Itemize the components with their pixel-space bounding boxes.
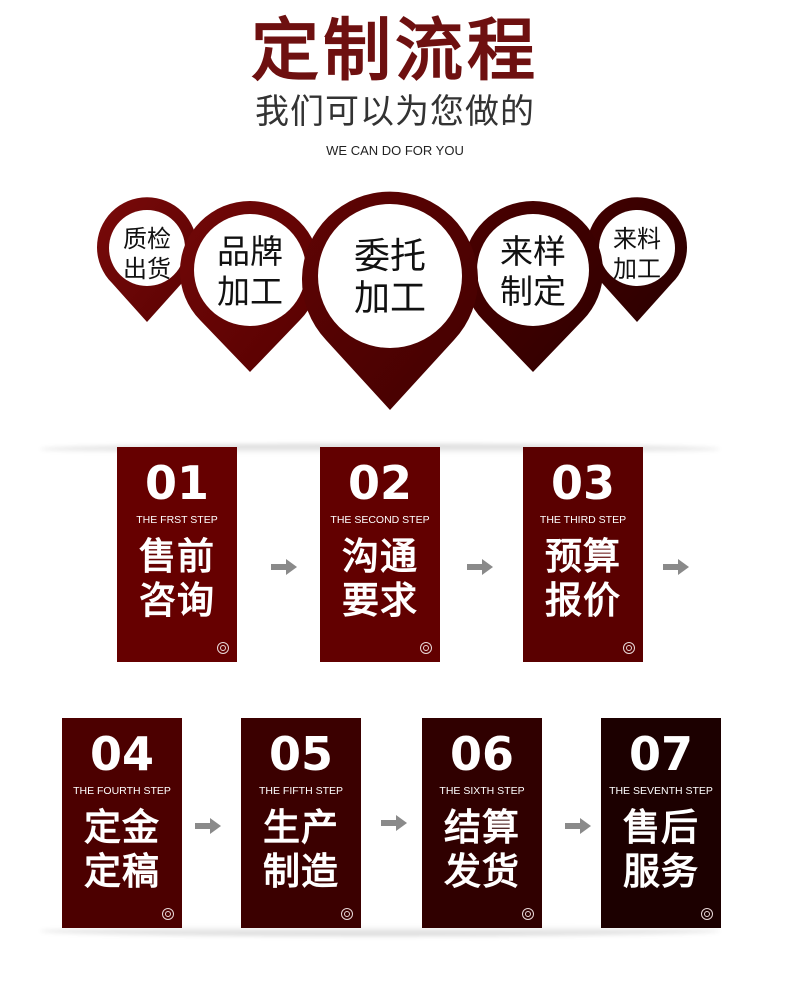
target-ring-icon [162,908,174,920]
step-title: 售前 咨询 [117,535,237,623]
pin-label-line2: 加工 [613,255,661,283]
service-pins: 质检 出货 品牌 加工 委托 加工 来样 制定 来料 加工 [0,180,790,430]
step-title-line1: 预算 [545,535,621,578]
step-subtitle: THE SIXTH STEP [439,785,525,797]
step-title: 预算 报价 [523,535,643,623]
page-title: 定制流程 [250,12,539,91]
pin-shapes [97,191,687,410]
arrow-right-icon [467,559,493,575]
step-title-line2: 要求 [342,579,418,622]
step-subtitle: THE SECOND STEP [330,514,430,526]
pin-label-line1: 质检 [123,225,171,253]
step-title-line2: 定稿 [84,850,160,893]
service-pin-quality-check: 质检 出货 [107,224,187,284]
step-title-line2: 报价 [545,579,621,622]
step-title-line1: 售后 [623,806,699,849]
step-number: 03 [550,456,615,510]
step-number: 07 [628,727,693,781]
pin-label-line2: 加工 [353,278,426,319]
step-title: 定金 定稿 [62,806,182,894]
step-title: 结算 发货 [422,806,542,894]
step-subtitle: THE SEVENTH STEP [609,785,713,797]
step-number: 04 [89,727,154,781]
target-ring-icon [522,908,534,920]
step-card-04: 04 THE FOURTH STEP 定金 定稿 [62,718,182,928]
step-title-line1: 沟通 [342,535,418,578]
map-pin-icon [587,197,687,322]
step-title: 生产 制造 [241,806,361,894]
pin-label-line1: 品牌 [217,232,283,271]
map-pin-icon [301,191,478,410]
service-pin-material-processing: 来料 加工 [597,224,677,284]
page-tagline: WE CAN DO FOR YOU [326,143,464,158]
pin-label-line2: 制定 [500,272,566,311]
map-pin-icon [463,201,603,372]
step-title-line1: 售前 [139,535,215,578]
step-subtitle: THE FOURTH STEP [73,785,171,797]
arrow-right-icon [565,818,591,834]
map-pin-icon [180,201,320,372]
service-pin-commissioned-processing: 委托 加工 [325,236,455,320]
step-subtitle: THE FRST STEP [136,514,218,526]
page-subtitle: 我们可以为您做的 [255,92,535,132]
step-title-line1: 生产 [263,806,339,849]
step-subtitle: THE THIRD STEP [539,514,627,526]
step-card-07: 07 THE SEVENTH STEP 售后 服务 [601,718,721,928]
pin-label-line1: 来料 [613,225,661,253]
step-number: 05 [268,727,333,781]
target-ring-icon [341,908,353,920]
step-title-line2: 制造 [263,850,339,893]
step-number: 02 [347,456,412,510]
step-card-05: 05 THE FIFTH STEP 生产 制造 [241,718,361,928]
target-ring-icon [217,642,229,654]
service-pin-sample-customization: 来样 制定 [478,232,588,312]
step-title-line1: 结算 [444,806,520,849]
arrow-right-icon [195,818,221,834]
step-title-line2: 发货 [444,850,520,893]
step-title-line1: 定金 [84,806,160,849]
row2-shadow-divider [40,926,720,936]
step-title: 售后 服务 [601,806,721,894]
step-title-line2: 咨询 [139,579,215,622]
pin-label-line1: 来样 [500,232,566,271]
step-title-line2: 服务 [623,850,699,893]
step-card-06: 06 THE SIXTH STEP 结算 发货 [422,718,542,928]
arrow-right-icon [381,815,407,831]
pin-label-line1: 委托 [353,236,426,277]
step-subtitle: THE FIFTH STEP [259,785,343,797]
step-title: 沟通 要求 [320,535,440,623]
step-number: 01 [144,456,209,510]
arrow-right-icon [271,559,297,575]
step-card-02: 02 THE SECOND STEP 沟通 要求 [320,447,440,662]
arrow-right-icon [663,559,689,575]
step-card-03: 03 THE THIRD STEP 预算 报价 [523,447,643,662]
target-ring-icon [701,908,713,920]
map-pin-icon [97,197,197,322]
step-number: 06 [449,727,514,781]
target-ring-icon [420,642,432,654]
step-card-01: 01 THE FRST STEP 售前 咨询 [117,447,237,662]
target-ring-icon [623,642,635,654]
pin-label-line2: 加工 [217,272,283,311]
pin-label-line2: 出货 [123,255,171,283]
service-pin-brand-processing: 品牌 加工 [195,232,305,312]
